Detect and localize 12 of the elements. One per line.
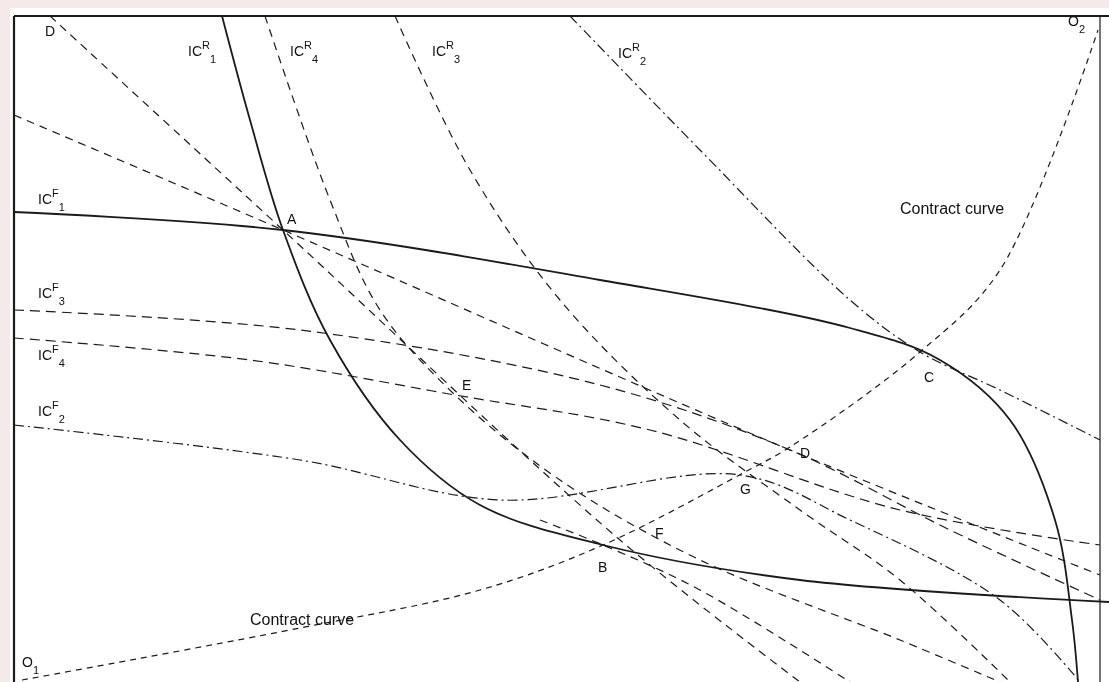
diagram-label: B [598,560,608,574]
diagram-label: C [924,370,935,384]
curve-label: Contract curve [900,201,1005,217]
diagram-label: G [740,482,751,496]
diagram-label: O$_{2}$ [1068,14,1085,35]
diagram-label: D [45,24,56,38]
curve-label: Contract curve [250,612,355,628]
diagram-label: E [462,378,472,392]
diagram-label: O$_{1}$ [22,655,39,676]
diagram-label: A [287,212,297,226]
diagram-label: D [800,446,811,460]
diagram-label: F [655,526,664,540]
